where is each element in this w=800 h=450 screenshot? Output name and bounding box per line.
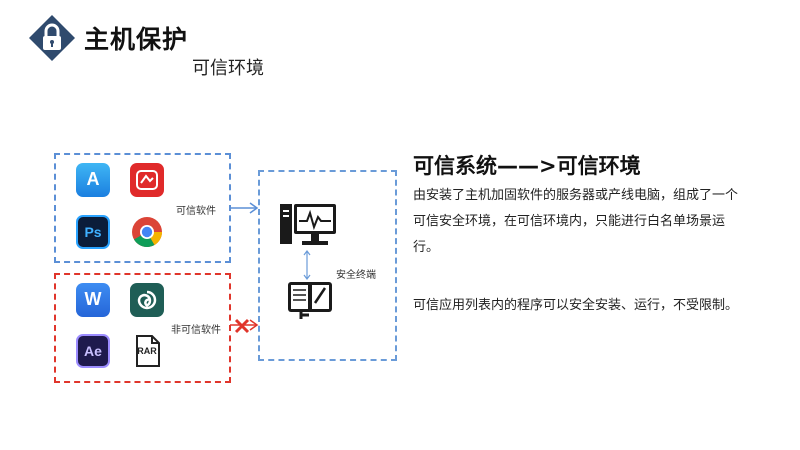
description-paragraph-2: 可信应用列表内的程序可以安全安装、运行，不受限制。 xyxy=(413,298,739,313)
lock-logo-icon xyxy=(28,14,76,62)
description-paragraph-1: 由安装了主机加固软件的服务器或产线电脑，组成了一个可信安全环境，在可信环境内，只… xyxy=(413,188,739,255)
chrome-icon xyxy=(130,215,164,249)
computer-monitor-icon xyxy=(280,202,338,254)
page-title: 主机保护 xyxy=(84,25,189,54)
photoshop-icon: Ps xyxy=(76,215,110,249)
trusted-software-label: 可信软件 xyxy=(176,206,216,217)
untrusted-software-box xyxy=(54,273,231,383)
untrusted-software-label: 非可信软件 xyxy=(171,325,221,336)
after-effects-icon: Ae xyxy=(76,334,110,368)
section-heading: 可信系统——>可信环境 xyxy=(413,154,641,178)
wps-icon: W xyxy=(76,283,110,317)
spiral-app-icon xyxy=(130,283,164,317)
blocked-x-icon xyxy=(234,318,250,334)
red-app-icon xyxy=(130,163,164,197)
app-store-icon: A xyxy=(76,163,110,197)
connection-arrow xyxy=(303,250,311,280)
rar-file-icon: RAR xyxy=(130,334,164,368)
secure-terminal-label: 安全终端 xyxy=(336,270,376,281)
secure-terminal-box xyxy=(258,170,397,361)
page-subtitle: 可信环境 xyxy=(192,58,264,79)
secure-terminal-icon xyxy=(287,281,333,325)
allow-arrow xyxy=(230,202,259,214)
